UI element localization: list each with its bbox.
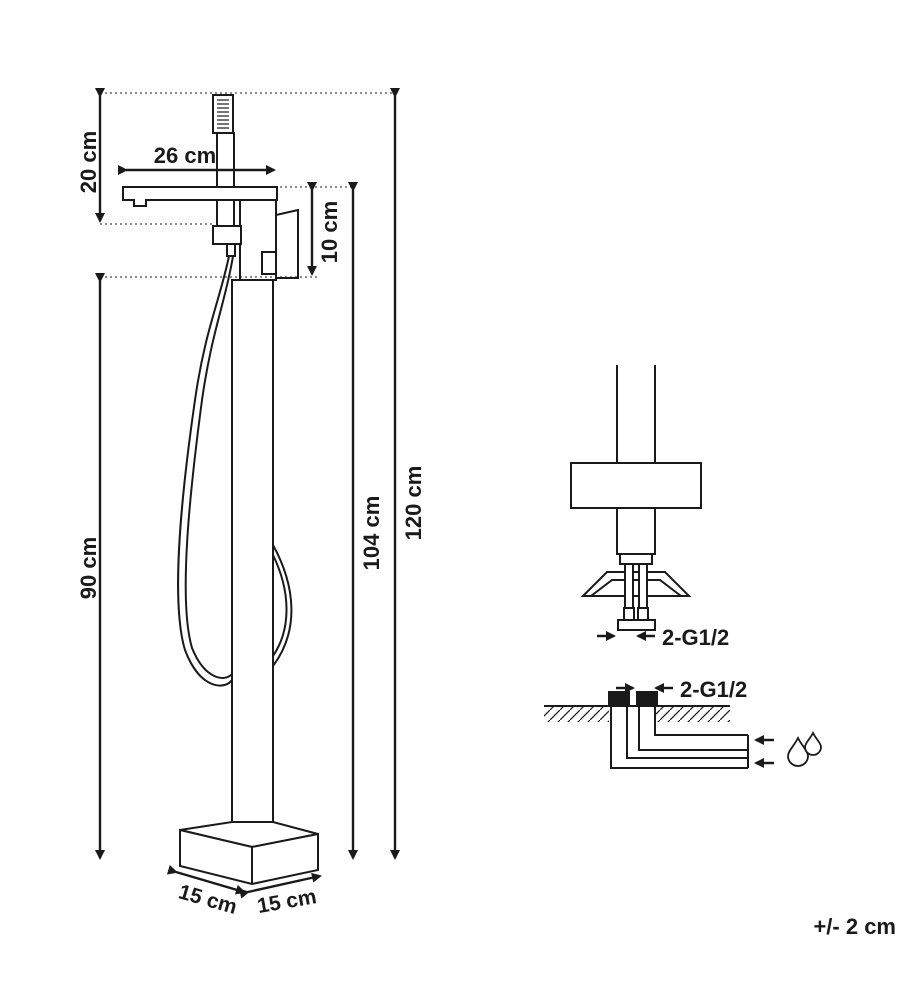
spout-length-label: 26 cm xyxy=(154,143,216,168)
faucet-drawing xyxy=(122,94,319,886)
column-height-label: 90 cm xyxy=(76,537,101,599)
water-drops-icon xyxy=(787,730,822,767)
floor-connection xyxy=(544,683,774,769)
shower-holder xyxy=(212,225,242,245)
base-depth-label: 15 cm xyxy=(176,880,240,919)
mounting-bracket xyxy=(580,571,692,597)
spout-total-height-label: 104 cm xyxy=(359,496,384,571)
dimension-lines xyxy=(95,88,400,899)
column xyxy=(231,279,274,836)
total-height-label: 120 cm xyxy=(401,466,426,541)
shower-hose xyxy=(177,255,233,687)
hand-shower-head xyxy=(212,94,234,134)
upper-thread-label: 2-G1/2 xyxy=(662,625,729,650)
floor-flange xyxy=(570,462,702,509)
hand-shower-handle xyxy=(216,132,235,229)
lever-handle xyxy=(275,208,299,279)
connection-detail xyxy=(570,365,702,641)
spout xyxy=(122,186,278,207)
spout-drop-label: 10 cm xyxy=(317,201,342,263)
tolerance-note: +/- 2 cm xyxy=(813,914,896,939)
head-height-label: 20 cm xyxy=(76,131,101,193)
lower-thread-label: 2-G1/2 xyxy=(680,677,747,702)
base-width-label: 15 cm xyxy=(256,885,319,918)
